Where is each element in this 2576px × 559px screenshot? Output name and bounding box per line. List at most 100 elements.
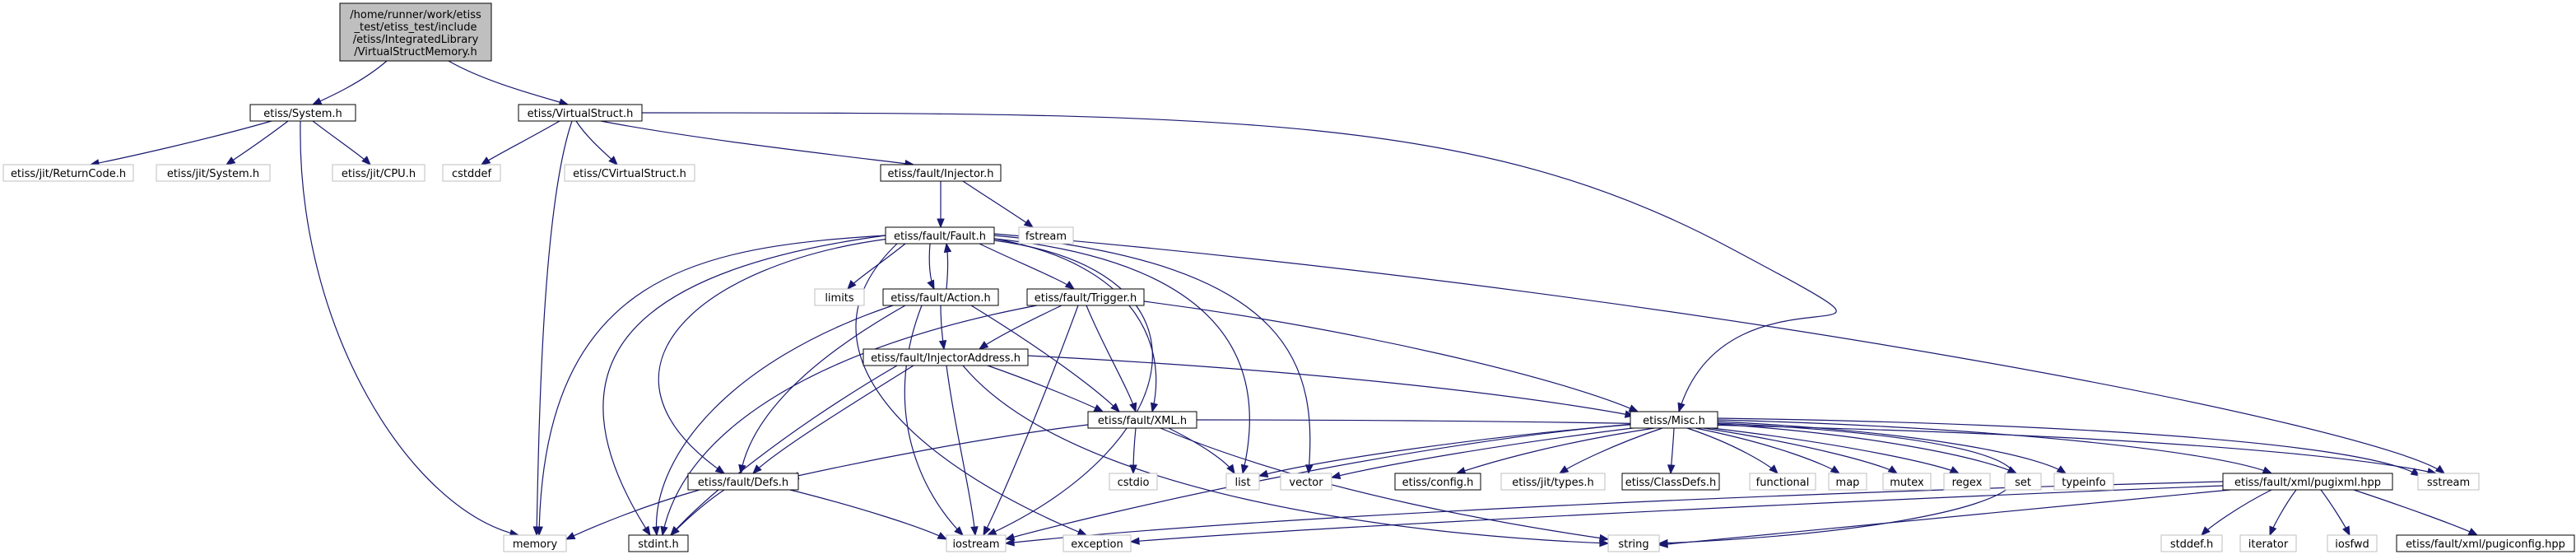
node-config-h-label: etiss/config.h: [1402, 477, 1474, 489]
node-types-h: etiss/jit/types.h: [1500, 473, 1606, 491]
edge-line: [658, 238, 890, 474]
edge-line: [987, 240, 1153, 536]
edge-arrowhead: [2201, 526, 2211, 536]
edge-pugixml-to-string: [1658, 489, 2231, 548]
edge-line: [602, 235, 886, 536]
node-fault-h[interactable]: etiss/fault/Fault.h: [885, 226, 995, 245]
edge-arrowhead: [2467, 528, 2479, 536]
edge-arrowhead: [608, 156, 618, 165]
edge-line: [1143, 300, 1639, 412]
edge-pugixml-to-stddef: [2201, 489, 2272, 536]
node-system-h[interactable]: etiss/System.h: [249, 104, 356, 122]
node-jit-system-h-label: etiss/jit/System.h: [167, 168, 259, 180]
node-map: map: [1828, 473, 1867, 491]
edge-arrowhead: [1830, 465, 1841, 474]
node-fstream: fstream: [1018, 226, 1074, 245]
edge-misc-to-mutex: [1703, 427, 1899, 474]
edge-arrowhead: [752, 464, 762, 474]
edge-pugixml-to-iterator: [2269, 489, 2297, 537]
edge-injector-to-fstream: [962, 180, 1035, 228]
edge-arrowhead: [847, 280, 857, 290]
edge-arrowhead: [1076, 528, 1088, 536]
node-cstdio-label: cstdio: [1118, 477, 1150, 489]
edge-line: [1456, 427, 1655, 474]
edge-arrowhead: [1769, 464, 1779, 474]
edge-line: [1005, 481, 2224, 544]
edge-pugixml-to-iostream: [1004, 481, 2224, 547]
edge-line: [1258, 423, 1639, 477]
node-exception: exception: [1062, 534, 1132, 552]
node-stdint-h[interactable]: stdint.h: [628, 534, 689, 552]
edge-misc-to-iostream: [1004, 423, 1634, 541]
edge-line: [312, 60, 388, 105]
node-defs-h[interactable]: etiss/fault/Defs.h: [687, 473, 799, 491]
node-cstddef-label: cstddef: [452, 168, 492, 180]
edge-line: [600, 120, 914, 165]
edge-fault-to-defs: [658, 238, 890, 474]
edge-line: [740, 305, 906, 474]
edge-arrowhead: [943, 242, 952, 254]
edge-misc-to-set: [1717, 423, 2018, 474]
edge-arrowhead: [1064, 280, 1076, 290]
edge-fault-to-trigger: [979, 243, 1076, 290]
edge-line: [641, 112, 1837, 412]
node-limits: limits: [814, 288, 865, 306]
node-pugixml-hpp[interactable]: etiss/fault/xml/pugixml.hpp: [2222, 473, 2393, 491]
edge-line: [2353, 489, 2478, 536]
edge-fault-to-memory: [535, 235, 886, 537]
edge-arrowhead: [1887, 465, 1899, 474]
node-trigger-h[interactable]: etiss/fault/Trigger.h: [1026, 288, 1145, 306]
node-cvirtualstruct-h-label: etiss/CVirtualStruct.h: [573, 168, 686, 180]
edge-line: [1331, 426, 1647, 478]
edge-arrowhead: [1949, 466, 1960, 474]
edge-action-to-defs: [738, 305, 906, 475]
node-xml-h[interactable]: etiss/fault/XML.h: [1087, 411, 1197, 429]
edge-trigger-to-iostream: [983, 305, 1079, 537]
node-action-h-label: etiss/fault/Action.h: [890, 292, 991, 305]
node-classdefs-h[interactable]: etiss/ClassDefs.h: [1621, 473, 1720, 491]
edge-arrowhead: [1258, 469, 1269, 477]
node-pugiconfig-hpp[interactable]: etiss/fault/xml/pugiconfig.hpp: [2396, 534, 2575, 552]
edge-line: [2201, 489, 2272, 536]
edge-line: [1658, 489, 2231, 546]
node-cpu-h: etiss/jit/CPU.h: [332, 164, 425, 182]
node-memory: memory: [503, 534, 567, 552]
edge-xml-to-defs: [788, 423, 1095, 480]
edge-line: [670, 365, 898, 536]
edge-fault-to-list: [993, 238, 1250, 475]
node-list-label: list: [1235, 477, 1250, 489]
node-regex: regex: [1943, 473, 1991, 491]
node-functional: functional: [1749, 473, 1816, 491]
node-injector-h[interactable]: etiss/fault/Injector.h: [880, 164, 1002, 182]
node-misc-h[interactable]: etiss/Misc.h: [1630, 411, 1718, 429]
edge-arrowhead: [2269, 525, 2277, 537]
edge-arrowhead: [225, 156, 236, 165]
edge-arrowhead: [1455, 467, 1467, 475]
node-misc-h-label: etiss/Misc.h: [1643, 415, 1705, 427]
node-virtualstruct-h[interactable]: etiss/VirtualStruct.h: [518, 104, 643, 122]
edge-action-to-xml: [970, 305, 1120, 412]
node-system-h-label: etiss/System.h: [263, 108, 342, 120]
edge-arrowhead: [938, 339, 947, 351]
edge-line: [655, 305, 894, 536]
edge-injectoraddress-to-string: [962, 365, 1610, 547]
edge-xml-to-list: [1168, 427, 1235, 475]
node-returncode-h: etiss/jit/ReturnCode.h: [2, 164, 134, 182]
node-config-h[interactable]: etiss/config.h: [1394, 473, 1481, 491]
node-iterator: iterator: [2239, 534, 2297, 552]
edge-line: [946, 365, 976, 536]
node-classdefs-h-label: etiss/ClassDefs.h: [1625, 477, 1717, 489]
edge-line: [970, 305, 1120, 412]
node-xml-h-label: etiss/fault/XML.h: [1098, 415, 1187, 427]
edge-arrowhead: [2342, 525, 2350, 537]
edge-line: [481, 120, 560, 165]
node-jit-system-h: etiss/jit/System.h: [156, 164, 271, 182]
edge-line: [1717, 423, 2017, 474]
dependency-edges: [89, 60, 2479, 548]
edge-defs-to-stdint: [670, 489, 725, 536]
edge-line: [1168, 427, 1235, 474]
edge-pugixml-to-pugiconfig: [2353, 489, 2479, 536]
node-action-h[interactable]: etiss/fault/Action.h: [882, 288, 999, 306]
node-injectoraddress-h[interactable]: etiss/fault/InjectorAddress.h: [863, 348, 1029, 366]
node-stddef-h-label: stddef.h: [2170, 538, 2213, 551]
